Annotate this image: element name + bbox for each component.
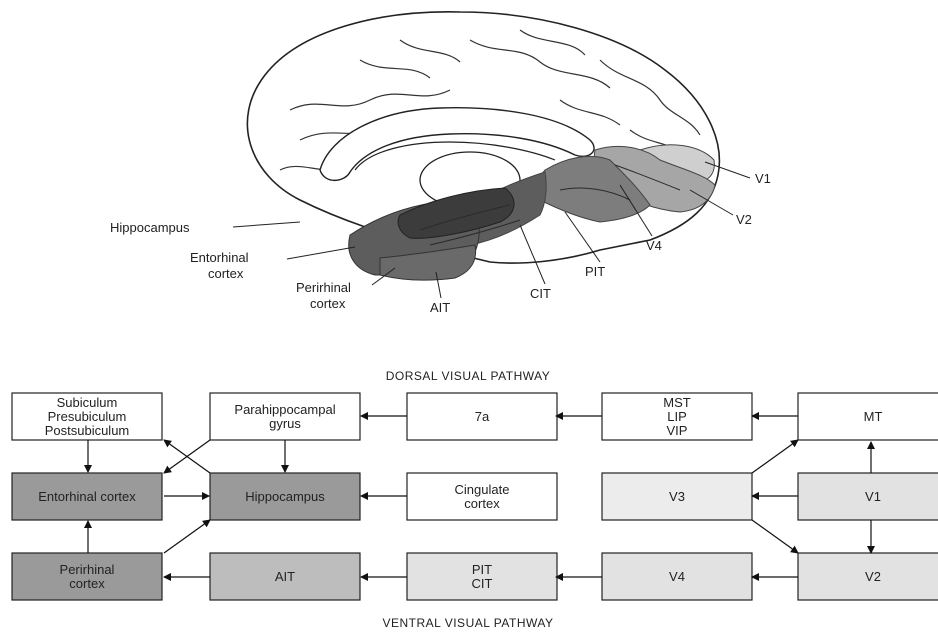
box-mt: MT (797, 392, 938, 441)
box-hippocampus: Hippocampus (209, 472, 361, 521)
box-v1-rect (797, 472, 938, 521)
label-v4: V4 (646, 238, 662, 253)
label-ait: AIT (430, 300, 450, 315)
label-v1: V1 (755, 171, 771, 186)
box-subiculum-rect (11, 392, 163, 441)
box-mst-line-2: LIP (667, 409, 687, 424)
arrow-parahippocampal-to-entorhinal (163, 439, 211, 474)
box-pit-cit-rect (406, 552, 558, 601)
arrow-v3-to-mt (751, 439, 799, 474)
box-seven-a: 7a (406, 392, 558, 441)
box-v2: V2 (797, 552, 938, 601)
box-mst-line-1: MST (663, 395, 691, 410)
brain-illustration: Hippocampus Entorhinal cortex Perirhinal… (110, 11, 771, 315)
box-seven-a-rect (406, 392, 558, 441)
box-v2-line-1: V2 (865, 569, 881, 584)
box-mst-line-3: VIP (667, 423, 688, 438)
box-ait-line-1: AIT (275, 569, 295, 584)
corpus-callosum (319, 107, 595, 182)
label-pit: PIT (585, 264, 605, 279)
box-v4: V4 (601, 552, 753, 601)
box-perirhinal-line-2: cortex (69, 576, 105, 591)
region-ait (379, 244, 477, 281)
box-entorhinal-rect (11, 472, 163, 521)
region-hippocampus (397, 187, 515, 239)
box-pit-cit-line-1: PIT (472, 562, 492, 577)
box-subiculum-line-2: Presubiculum (48, 409, 127, 424)
box-v1-line-1: V1 (865, 489, 881, 504)
box-parahippocampal-line-2: gyrus (269, 416, 301, 431)
box-v1: V1 (797, 472, 938, 521)
ventral-pathway-title: VENTRAL VISUAL PATHWAY (382, 616, 553, 630)
box-v3-rect (601, 472, 753, 521)
box-mt-line-1: MT (864, 409, 883, 424)
box-cingulate-line-1: Cingulate (455, 482, 510, 497)
label-entorhinal-line1: Entorhinal (190, 250, 249, 265)
box-subiculum-line-1: Subiculum (57, 395, 118, 410)
box-v3-line-1: V3 (669, 489, 685, 504)
box-parahippocampal-line-1: Parahippocampal (234, 402, 335, 417)
arrow-v3-to-v2 (751, 519, 799, 554)
box-perirhinal-rect (11, 552, 163, 601)
arrow-perirhinal-to-hippocampus (163, 519, 211, 554)
label-v2: V2 (736, 212, 752, 227)
box-v3: V3 (601, 472, 753, 521)
box-cingulate-line-2: cortex (464, 496, 500, 511)
box-v4-rect (601, 552, 753, 601)
label-hippocampus: Hippocampus (110, 220, 190, 235)
box-ait: AIT (209, 552, 361, 601)
box-v2-rect (797, 552, 938, 601)
box-pit-cit-line-2: CIT (472, 576, 493, 591)
box-entorhinal: Entorhinal cortex (11, 472, 163, 521)
flow-arrows (84, 412, 875, 581)
label-entorhinal-line2: cortex (208, 266, 244, 281)
dorsal-pathway-title: DORSAL VISUAL PATHWAY (386, 369, 551, 383)
box-v4-line-1: V4 (669, 569, 685, 584)
label-perirhinal-line1: Perirhinal (296, 280, 351, 295)
label-perirhinal-line2: cortex (310, 296, 346, 311)
label-cit: CIT (530, 286, 551, 301)
box-seven-a-line-1: 7a (475, 409, 490, 424)
box-hippocampus-line-1: Hippocampus (245, 489, 325, 504)
box-ait-rect (209, 552, 361, 601)
box-mt-rect (797, 392, 938, 441)
box-subiculum-line-3: Postsubiculum (45, 423, 130, 438)
box-perirhinal-line-1: Perirhinal (60, 562, 115, 577)
box-entorhinal-line-1: Entorhinal cortex (38, 489, 136, 504)
